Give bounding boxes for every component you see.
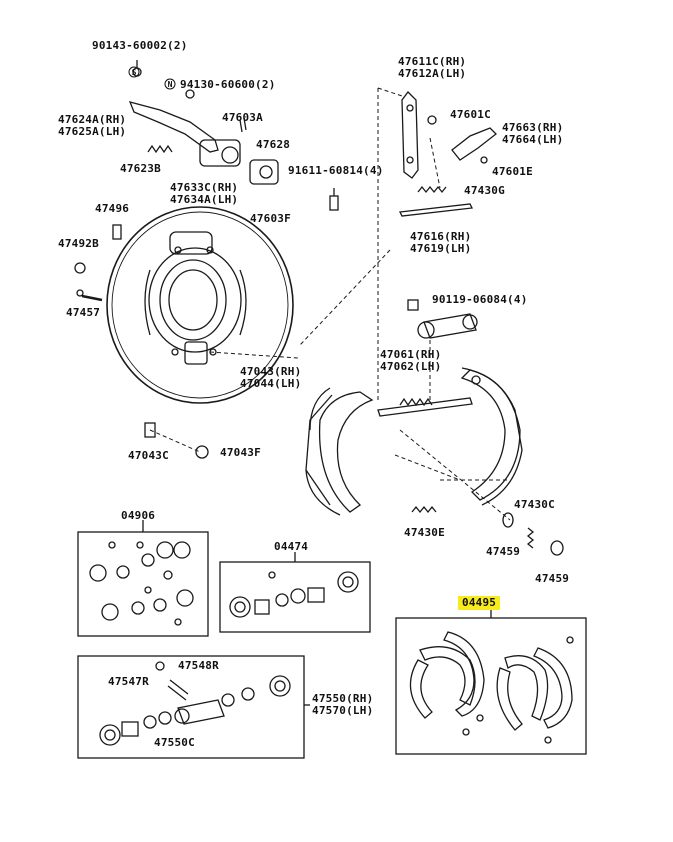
kit-label-04495-highlighted: 04495 xyxy=(458,596,501,610)
part-label-47623b: 47623B xyxy=(120,162,161,175)
svg-text:N: N xyxy=(168,80,173,89)
part-label-47663: 47663(RH) xyxy=(502,121,564,134)
clip-47601c xyxy=(427,115,437,125)
kit-box-04906 xyxy=(77,531,209,637)
adjuster-strut xyxy=(377,397,473,417)
bolt-91611 xyxy=(329,188,339,211)
part-label-47603f: 47603F xyxy=(250,212,291,225)
part-label-47664: 47664(LH) xyxy=(502,133,564,146)
part-label-47550c: 47550C xyxy=(154,736,195,749)
kit-04474-parts xyxy=(229,571,359,618)
washer-47459 xyxy=(502,512,514,528)
part-label-47624a: 47624A(RH) xyxy=(58,113,127,126)
part-label-47628: 47628 xyxy=(256,138,291,151)
part-label-47496: 47496 xyxy=(95,202,130,215)
bolt-90119 xyxy=(407,299,419,311)
part-label-47570-lh: 47570(LH) xyxy=(312,704,374,717)
part-label-47459-b: 47459 xyxy=(535,572,570,585)
nut-47043f xyxy=(195,445,209,459)
part-label-90119: 90119-06084(4) xyxy=(432,293,528,306)
spring-47430c xyxy=(526,527,535,549)
spring-47623b xyxy=(147,144,173,154)
part-label-90143: 90143-60002(2) xyxy=(92,39,188,52)
part-label-47601e: 47601E xyxy=(492,165,533,178)
part-label-47547r: 47547R xyxy=(108,675,149,688)
part-label-47612a: 47612A(LH) xyxy=(398,67,467,80)
kit-box-47550 xyxy=(77,655,305,759)
kit-box-04495 xyxy=(395,617,587,755)
pin-47496 xyxy=(112,224,122,240)
part-label-47043-rh: 47043(RH) xyxy=(240,365,302,378)
part-label-94130: 94130-60600(2) xyxy=(180,78,276,91)
brake-shoe-right xyxy=(460,367,523,506)
part-label-91611: 91611-60814(4) xyxy=(288,164,384,177)
part-label-47459: 47459 xyxy=(486,545,521,558)
part-label-47611c: 47611C(RH) xyxy=(398,55,467,68)
washer-47459-b xyxy=(550,540,564,556)
kit-47550-parts xyxy=(99,661,291,746)
part-label-47633c: 47633C(RH) xyxy=(170,181,239,194)
part-label-47492b: 47492B xyxy=(58,237,99,250)
part-label-47430c: 47430C xyxy=(514,498,555,511)
part-label-47616: 47616(RH) xyxy=(410,230,472,243)
svg-text:S: S xyxy=(132,68,137,77)
part-label-47619: 47619(LH) xyxy=(410,242,472,255)
parking-lever xyxy=(128,60,219,153)
part-label-47457: 47457 xyxy=(66,306,101,319)
part-label-47062: 47062(LH) xyxy=(380,360,442,373)
parking-brake-lever xyxy=(401,91,419,179)
kit-label-04906: 04906 xyxy=(121,509,156,522)
marker-icons: S N xyxy=(128,66,176,90)
part-label-47043f: 47043F xyxy=(220,446,261,459)
part-label-47430e: 47430E xyxy=(404,526,445,539)
spring-47430e xyxy=(411,505,437,514)
part-label-47625a: 47625A(LH) xyxy=(58,125,127,138)
kit-label-04474: 04474 xyxy=(274,540,309,553)
part-label-47430g: 47430G xyxy=(464,184,505,197)
part-label-47550-rh: 47550(RH) xyxy=(312,692,374,705)
strut-47616 xyxy=(399,203,473,217)
nut-47492b xyxy=(74,262,86,274)
spring-47430g xyxy=(417,185,447,194)
part-label-47634a: 47634A(LH) xyxy=(170,193,239,206)
part-label-47601c: 47601C xyxy=(450,108,491,121)
brake-shoe-left xyxy=(305,387,374,516)
backing-plate xyxy=(106,206,294,404)
kit-04906-parts xyxy=(89,541,194,626)
part-label-47603a: 47603A xyxy=(222,111,263,124)
bolt-47043c xyxy=(144,422,156,438)
kit-04495-shoes xyxy=(409,631,574,744)
leader-lines xyxy=(149,87,511,521)
part-label-47043c: 47043C xyxy=(128,449,169,462)
wheel-cylinder xyxy=(417,313,478,339)
cylinder-housing xyxy=(199,117,279,185)
adjust-lever xyxy=(451,127,497,164)
bolt-47457 xyxy=(76,289,103,302)
part-label-47548r: 47548R xyxy=(178,659,219,672)
part-label-47061: 47061(RH) xyxy=(380,348,442,361)
part-label-47044-lh: 47044(LH) xyxy=(240,377,302,390)
